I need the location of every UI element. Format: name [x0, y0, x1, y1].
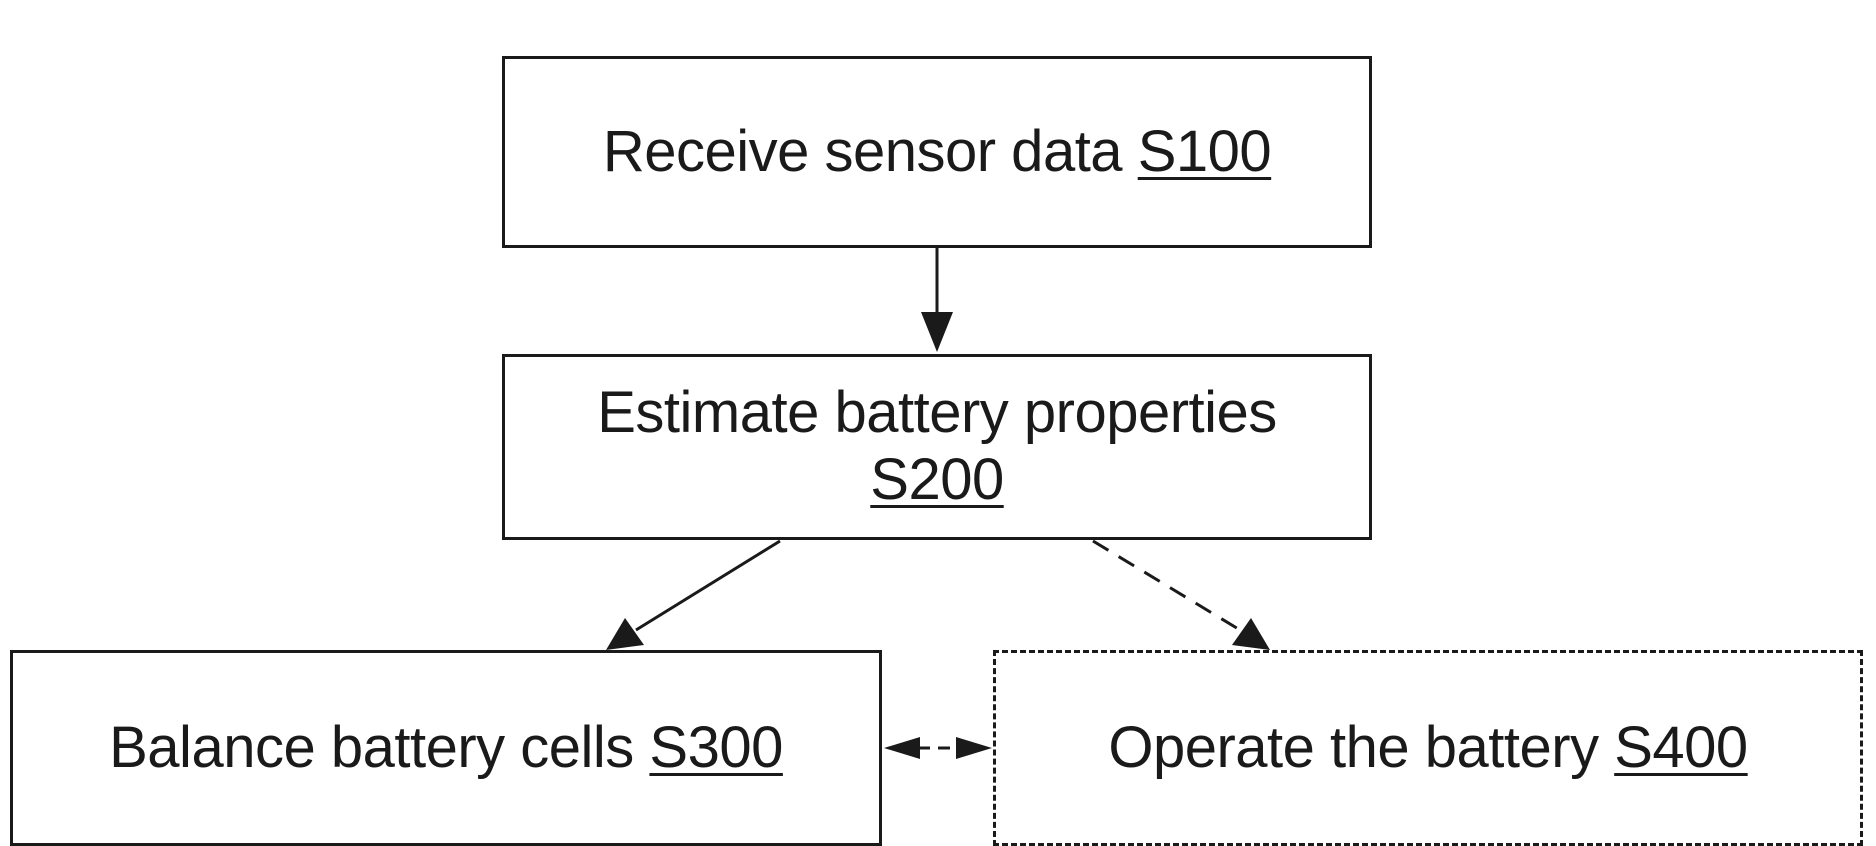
arrowhead-s400: [1232, 618, 1270, 650]
step-s100-text: Receive sensor data: [603, 119, 1122, 184]
step-s300-text: Balance battery cells: [109, 715, 634, 780]
step-s200-text: Estimate battery properties: [597, 380, 1277, 447]
arrowhead-s300-left: [884, 737, 920, 759]
step-s300-line: Balance battery cells S300: [109, 715, 783, 782]
step-operate-the-battery: Operate the battery S400: [993, 650, 1863, 846]
step-balance-battery-cells: Balance battery cells S300: [10, 650, 882, 846]
arrowhead-s300: [606, 618, 644, 650]
edge-s200-s300: [636, 541, 780, 630]
arrowhead-s400-right: [956, 737, 992, 759]
step-s300-ref: S300: [649, 715, 782, 780]
arrowhead-s200: [921, 312, 953, 352]
step-s400-line: Operate the battery S400: [1108, 715, 1747, 782]
step-s100-line: Receive sensor data S100: [603, 119, 1271, 186]
edge-s200-s400: [1093, 541, 1240, 630]
step-s400-text: Operate the battery: [1108, 715, 1598, 780]
step-receive-sensor-data: Receive sensor data S100: [502, 56, 1372, 248]
step-s100-ref: S100: [1138, 119, 1271, 184]
step-estimate-battery-properties: Estimate battery properties S200: [502, 354, 1372, 540]
step-s200-ref: S200: [870, 447, 1003, 514]
step-s400-ref: S400: [1614, 715, 1747, 780]
